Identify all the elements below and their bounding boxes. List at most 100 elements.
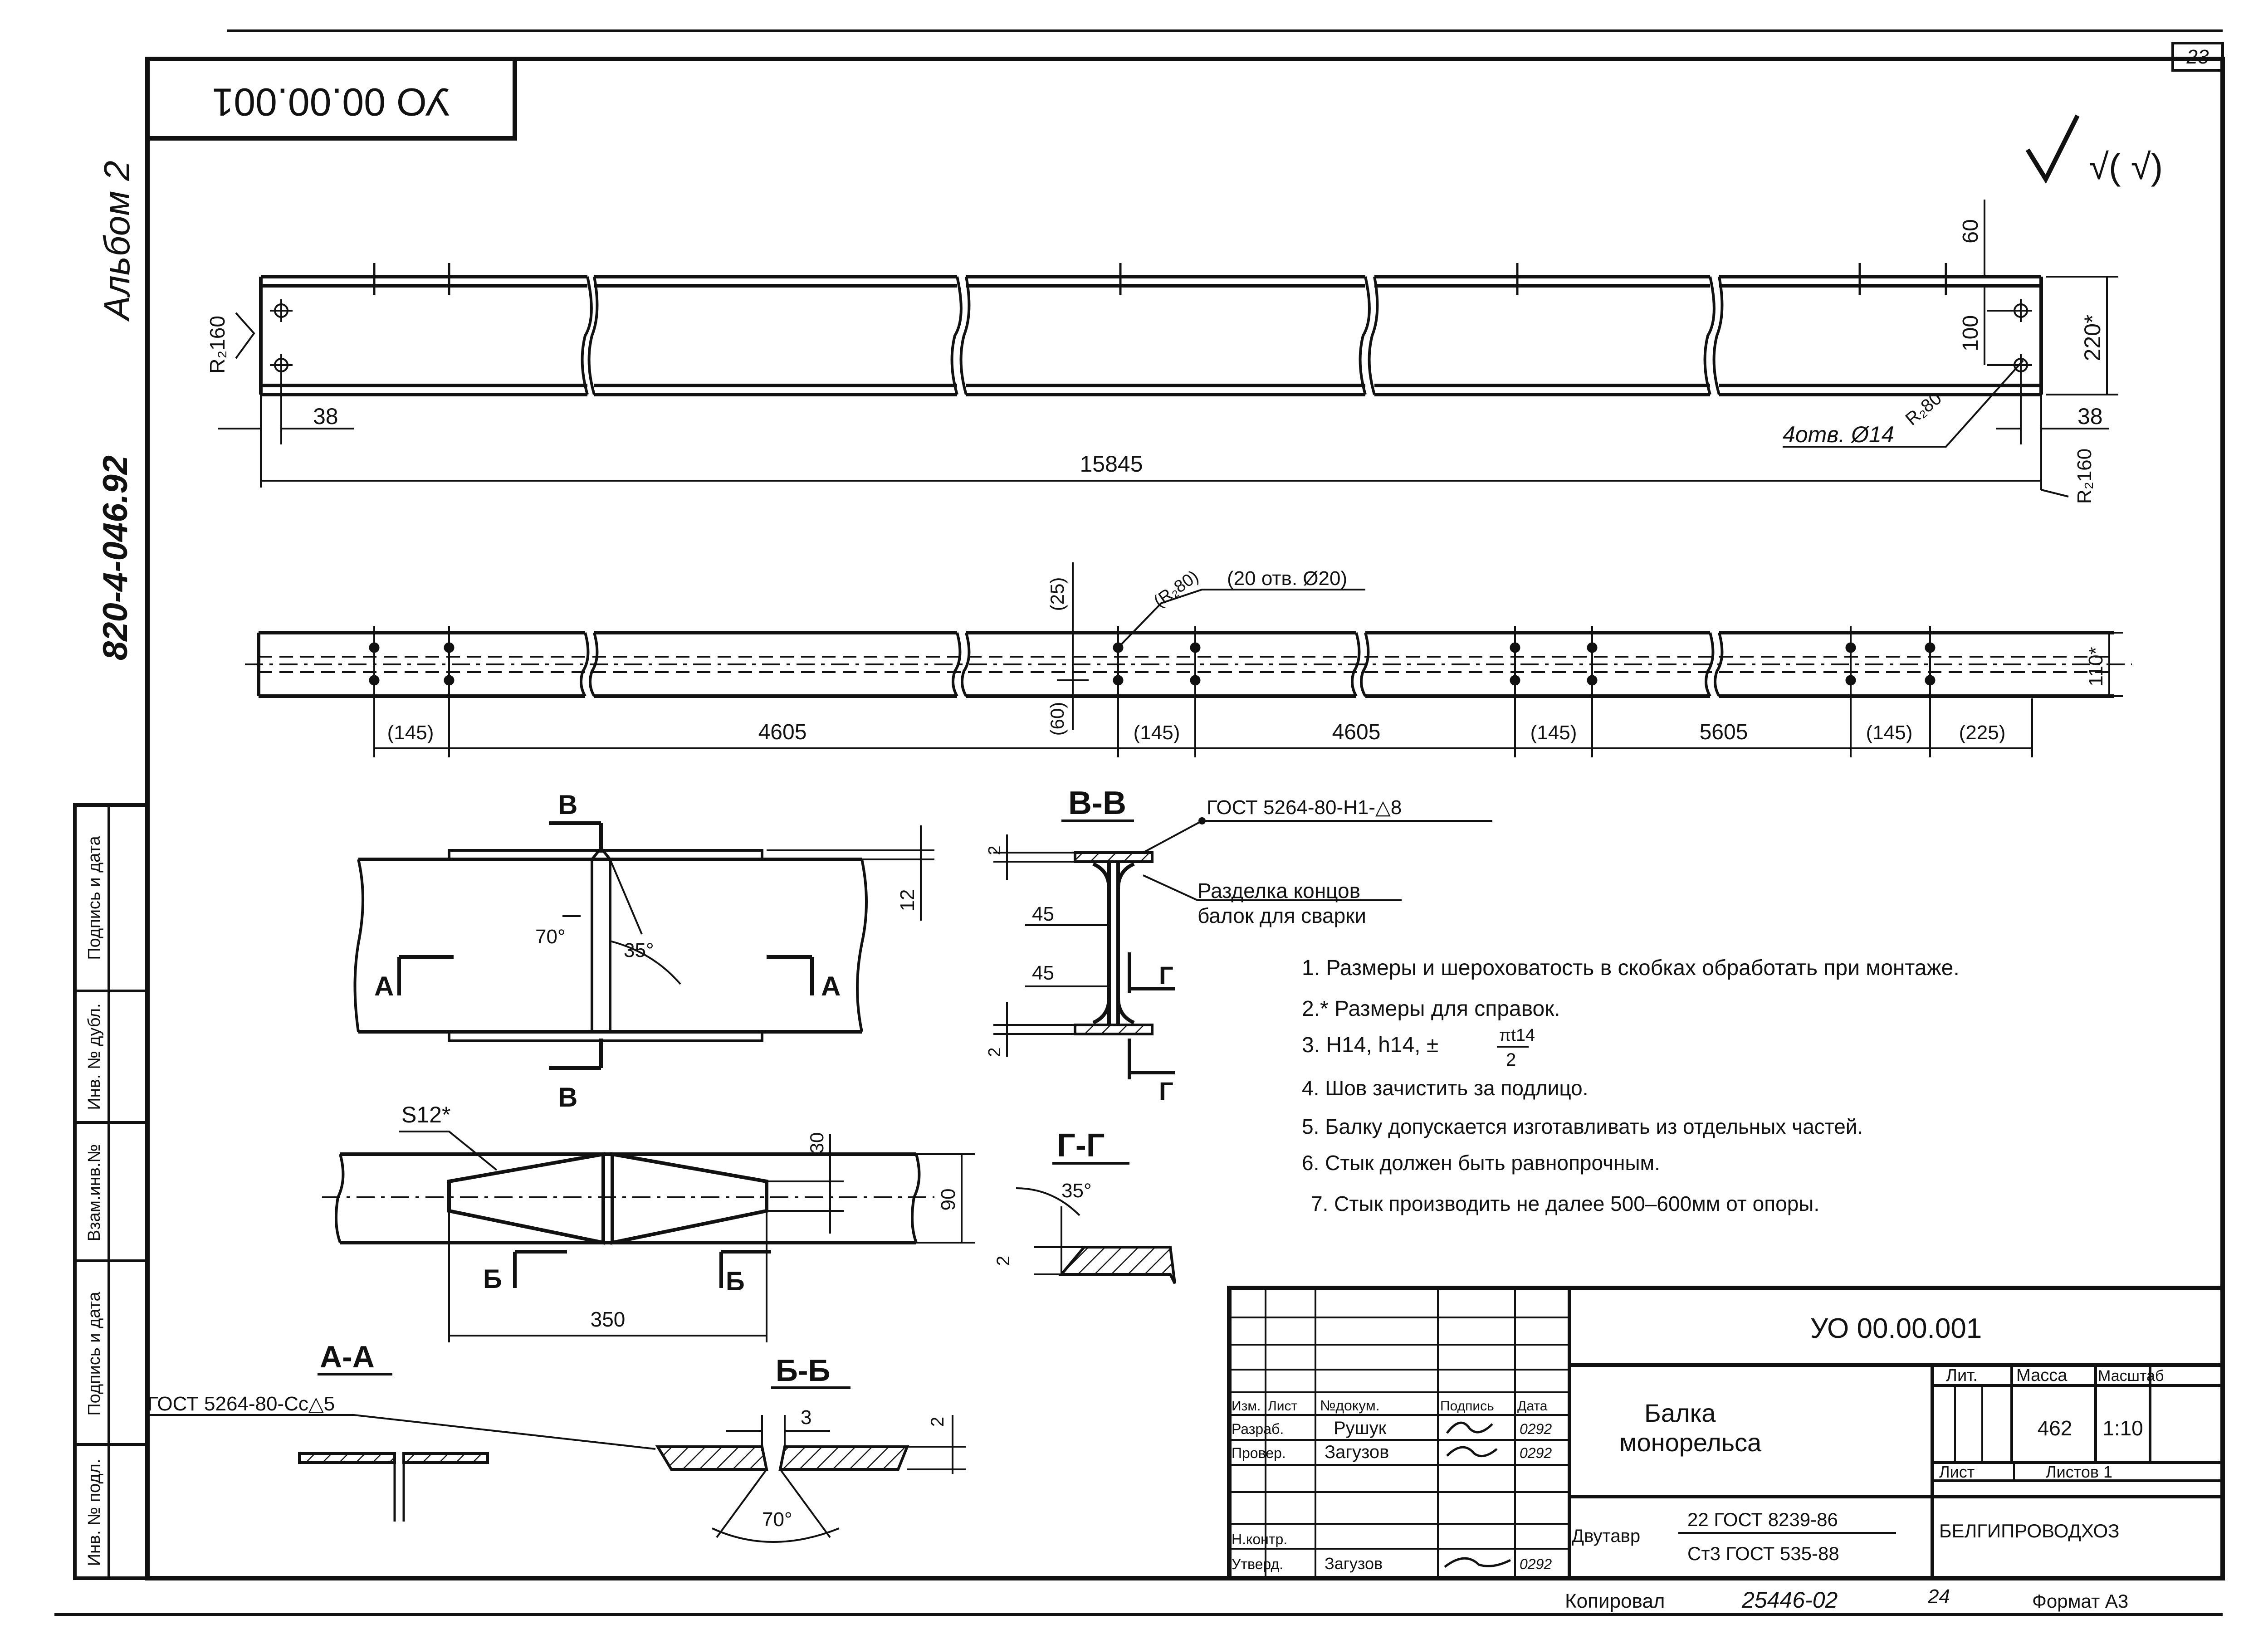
svg-text:Двутавр: Двутавр xyxy=(1572,1526,1640,1546)
svg-text:70°: 70° xyxy=(535,926,566,948)
notes: 1. Размеры и шероховатость в скобках обр… xyxy=(1302,956,1960,1215)
svg-text:Лист: Лист xyxy=(1939,1463,1975,1481)
svg-text:В: В xyxy=(558,1082,577,1112)
svg-text:Подпись и дата: Подпись и дата xyxy=(85,1291,104,1415)
svg-text:ГОСТ 5264-80-Н1-△8: ГОСТ 5264-80-Н1-△8 xyxy=(1207,796,1402,819)
svg-text:Г: Г xyxy=(1159,961,1173,990)
svg-text:0292: 0292 xyxy=(1520,1556,1552,1572)
svg-text:Б: Б xyxy=(726,1267,745,1296)
svg-text:110*: 110* xyxy=(2085,647,2107,686)
svg-text:2: 2 xyxy=(985,845,1004,855)
svg-text:Лист: Лист xyxy=(1268,1399,1297,1414)
svg-text:462: 462 xyxy=(2038,1416,2072,1440)
svg-text:60: 60 xyxy=(1959,219,1983,243)
svg-text:24: 24 xyxy=(1927,1585,1950,1608)
joint-detail: 70° 35° В В А А 12 xyxy=(353,790,934,1112)
svg-text:35°: 35° xyxy=(1061,1180,1092,1202)
svg-text:Рушук: Рушук xyxy=(1334,1418,1387,1438)
svg-text:5605: 5605 xyxy=(1700,720,1748,744)
side-stamp: Инв. № подл. Подпись и дата Взам.инв.№ И… xyxy=(73,803,149,1580)
svg-text:БЕЛГИПРОВОДХОЗ: БЕЛГИПРОВОДХОЗ xyxy=(1939,1520,2119,1541)
svg-text:0292: 0292 xyxy=(1520,1421,1552,1437)
signatures xyxy=(1444,1421,1511,1568)
svg-text:38: 38 xyxy=(2077,404,2103,429)
svg-text:R₂160: R₂160 xyxy=(2073,449,2096,504)
svg-text:Н.контр.: Н.контр. xyxy=(1232,1531,1287,1547)
svg-text:350: 350 xyxy=(591,1307,626,1331)
svg-text:220*: 220* xyxy=(2080,315,2105,361)
svg-text:0292: 0292 xyxy=(1520,1445,1552,1461)
svg-text:S12*: S12* xyxy=(401,1102,450,1127)
note-6: 6. Стык должен быть равнопрочным. xyxy=(1302,1151,1660,1175)
svg-text:3: 3 xyxy=(801,1406,811,1429)
svg-text:45: 45 xyxy=(1032,903,1054,925)
svg-text:Г-Г: Г-Г xyxy=(1057,1127,1105,1164)
svg-text:(60): (60) xyxy=(1046,702,1068,736)
section-a-a: А-А ГОСТ 5264-80-Сс△5 xyxy=(147,1340,656,1522)
page-number: 23 xyxy=(2186,46,2209,68)
album-label: Альбом 2 xyxy=(97,161,137,322)
note-7: 7. Стык производить не далее 500–600мм о… xyxy=(1311,1192,1819,1215)
svg-text:ГОСТ 5264-80-Сс△5: ГОСТ 5264-80-Сс△5 xyxy=(147,1393,335,1415)
svg-text:45: 45 xyxy=(1032,962,1054,984)
section-v-v: В-В 2 2 45 45 ГОСТ 5264-80-Н1-△8 Разделк… xyxy=(985,785,1492,1105)
section-b-b: Б-Б 3 2 70° xyxy=(655,1353,966,1543)
svg-text:№докум.: №докум. xyxy=(1320,1397,1380,1414)
svg-text:2: 2 xyxy=(985,1047,1004,1057)
section-g-g: Г-Г 35° 2 xyxy=(993,1127,1176,1284)
svg-text:(145): (145) xyxy=(1866,722,1913,744)
part-name-2: монорельса xyxy=(1619,1428,1762,1457)
svg-text:А: А xyxy=(374,971,394,1001)
svg-text:30: 30 xyxy=(806,1132,827,1154)
svg-text:Подпись: Подпись xyxy=(1440,1399,1494,1414)
svg-text:(145): (145) xyxy=(1530,722,1577,744)
beam-flange-view: (145) 4605 (145) 4605 (145) 5605 (145) (… xyxy=(245,562,2132,757)
svg-text:А: А xyxy=(821,971,841,1001)
svg-text:Б: Б xyxy=(483,1264,502,1294)
series-label: 820-4-046.92 xyxy=(96,455,135,660)
svg-text:2: 2 xyxy=(993,1256,1013,1266)
svg-text:Формат А3: Формат А3 xyxy=(2032,1590,2128,1612)
note-1: 1. Размеры и шероховатость в скобках обр… xyxy=(1302,956,1960,980)
svg-text:Дата: Дата xyxy=(1517,1399,1548,1414)
splice-plate-detail: S12* 30 90 350 Б Б xyxy=(322,1102,975,1342)
title-block-code: УО 00.00.001 xyxy=(1810,1313,1982,1344)
note-3: 3. Н14, h14, ± xyxy=(1302,1033,1438,1057)
svg-text:(20 отв. Ø20): (20 отв. Ø20) xyxy=(1227,567,1347,590)
svg-text:R₂160: R₂160 xyxy=(205,316,229,374)
svg-text:Инв. № дубл.: Инв. № дубл. xyxy=(85,1003,104,1110)
svg-text:22 ГОСТ 8239-86: 22 ГОСТ 8239-86 xyxy=(1687,1509,1838,1530)
svg-text:Утверд.: Утверд. xyxy=(1232,1556,1283,1572)
beam-plan-view: R₂160 38 15845 38 60 100 220* 4отв. Ø14 … xyxy=(205,200,2118,504)
svg-text:(145): (145) xyxy=(1134,722,1180,744)
svg-text:Подпись и дата: Подпись и дата xyxy=(85,835,104,960)
svg-text:В-В: В-В xyxy=(1068,785,1126,821)
title-block: Изм. Лист №докум. Подпись Дата Разраб. П… xyxy=(1227,1286,2225,1613)
svg-text:Изм.: Изм. xyxy=(1232,1399,1261,1414)
svg-text:Листов 1: Листов 1 xyxy=(2046,1463,2112,1481)
svg-text:Ст3 ГОСТ 535-88: Ст3 ГОСТ 535-88 xyxy=(1687,1543,1839,1564)
part-name-1: Балка xyxy=(1644,1399,1716,1427)
svg-text:Инв. № подл.: Инв. № подл. xyxy=(85,1459,104,1566)
svg-text:πt14: πt14 xyxy=(1499,1026,1535,1045)
roughness-symbol: √( √) xyxy=(2025,114,2163,187)
doc-code-inverted: УО 00.00.001 xyxy=(212,80,450,123)
svg-text:90: 90 xyxy=(937,1189,959,1211)
svg-text:А-А: А-А xyxy=(320,1340,375,1374)
svg-text:Загузов: Загузов xyxy=(1325,1554,1383,1573)
svg-text:Загузов: Загузов xyxy=(1325,1442,1389,1462)
svg-text:2: 2 xyxy=(928,1417,948,1427)
note-4: 4. Шов зачистить за подлицо. xyxy=(1302,1076,1589,1100)
note-5: 5. Балку допускается изготавливать из от… xyxy=(1302,1115,1863,1138)
svg-text:70°: 70° xyxy=(762,1508,792,1531)
svg-text:Разраб.: Разраб. xyxy=(1232,1421,1284,1437)
svg-text:Взам.инв.№: Взам.инв.№ xyxy=(85,1144,104,1241)
note-2: 2.* Размеры для справок. xyxy=(1302,997,1560,1021)
svg-text:В: В xyxy=(558,790,577,820)
svg-text:15845: 15845 xyxy=(1080,451,1143,477)
svg-text:√( √): √( √) xyxy=(2089,146,2163,187)
svg-text:(R₂80): (R₂80) xyxy=(1150,567,1202,611)
svg-text:25446-02: 25446-02 xyxy=(1741,1587,1838,1613)
svg-text:Провер.: Провер. xyxy=(1232,1445,1286,1461)
